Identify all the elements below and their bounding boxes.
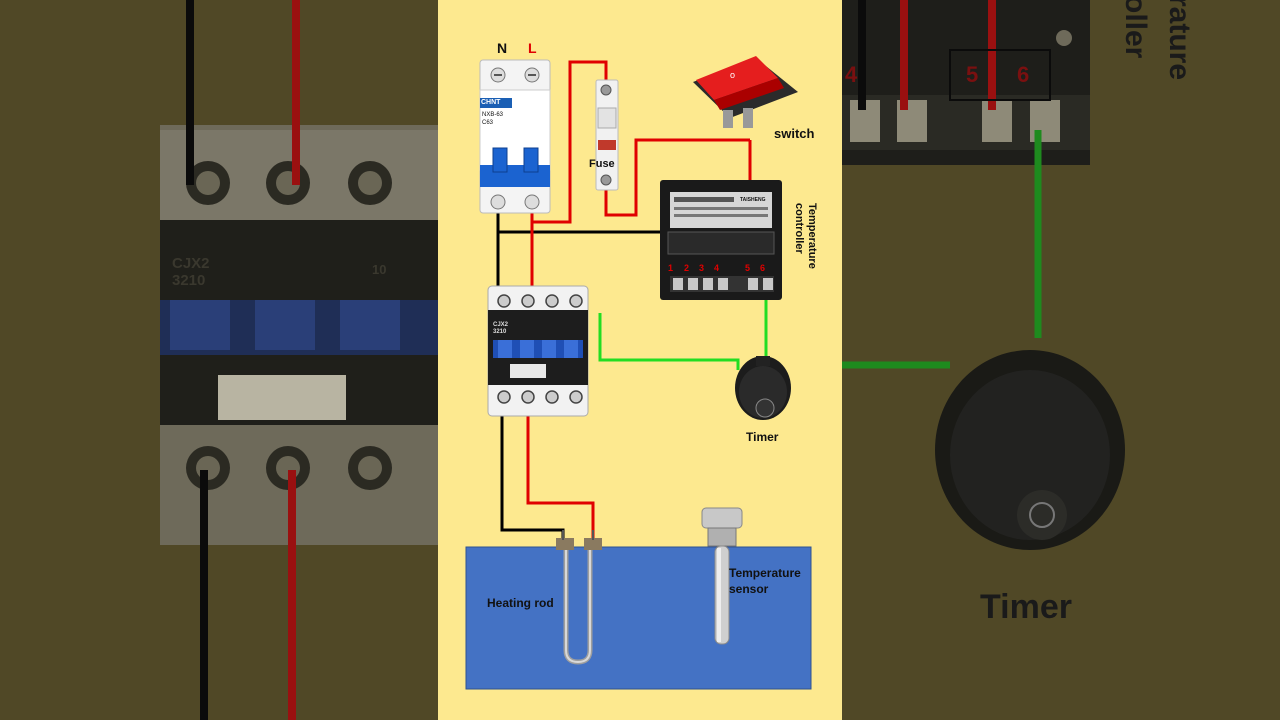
temperature-sensor-label-line1: Temperature [729, 566, 801, 580]
right-background-panel: 4 5 6 rature oller Timer [842, 0, 1280, 720]
temperature-sensor-label-line2: sensor [729, 582, 769, 596]
svg-text:o: o [730, 70, 735, 80]
neutral-label: N [497, 40, 508, 56]
breaker-model: NXB-63 [482, 112, 504, 118]
left-contactor-code: 10 [372, 262, 387, 277]
right-terminal-4: 4 [845, 62, 858, 87]
rocker-switch[interactable]: o [693, 56, 798, 128]
heating-rod-label: Heating rod [487, 596, 554, 610]
left-background-panel: CJX2 3210 10 [0, 0, 438, 720]
timer-knob[interactable] [735, 356, 791, 420]
controller-terminal-4: 4 [714, 263, 720, 273]
controller-brand: TAISHENG [740, 197, 766, 203]
controller-terminal-3: 3 [699, 263, 705, 273]
contactor[interactable] [487, 285, 589, 417]
contactor-model-line2: 3210 [493, 329, 507, 335]
controller-terminal-6: 6 [760, 263, 766, 273]
circuit-breaker[interactable] [479, 59, 551, 214]
controller-terminal-2: 2 [684, 263, 690, 273]
wiring-diagram: o [438, 0, 842, 720]
wiring-diagram-svg: o [465, 56, 812, 690]
breaker-brand: CHNT [481, 99, 501, 106]
heating-rod [556, 530, 602, 665]
right-terminal-5: 5 [966, 62, 979, 87]
left-contactor-model-line1: CJX2 [172, 255, 210, 272]
right-partial-controller-label: oller [1119, 0, 1152, 59]
temperature-sensor [701, 507, 743, 645]
left-contactor-model: CJX2 3210 [172, 255, 210, 289]
right-partial-temperature-label: rature [1163, 0, 1196, 81]
fuse-label: Fuse [589, 158, 615, 170]
right-controller-zoom [842, 0, 1125, 550]
fuse-holder[interactable] [595, 79, 619, 191]
timer-label: Timer [746, 430, 779, 444]
switch-label: switch [774, 126, 815, 141]
controller-terminal-1: 1 [668, 263, 674, 273]
temperature-controller[interactable] [660, 180, 782, 300]
live-label: L [528, 40, 537, 56]
temperature-controller-label: Temperature controller [793, 203, 818, 269]
left-contactor-zoom [160, 0, 438, 720]
contactor-model-line1: CJX2 [493, 322, 509, 328]
controller-terminal-5: 5 [745, 263, 751, 273]
right-terminal-6: 6 [1017, 62, 1030, 87]
sensor-wires [598, 292, 768, 370]
water-tank [465, 546, 812, 690]
breaker-rating: C63 [482, 120, 494, 126]
left-contactor-model-line2: 3210 [172, 272, 206, 289]
temperature-sensor-label: Temperature sensor [729, 565, 801, 597]
right-timer-label: Timer [980, 588, 1072, 626]
contactor-model: CJX2 3210 [493, 322, 508, 336]
